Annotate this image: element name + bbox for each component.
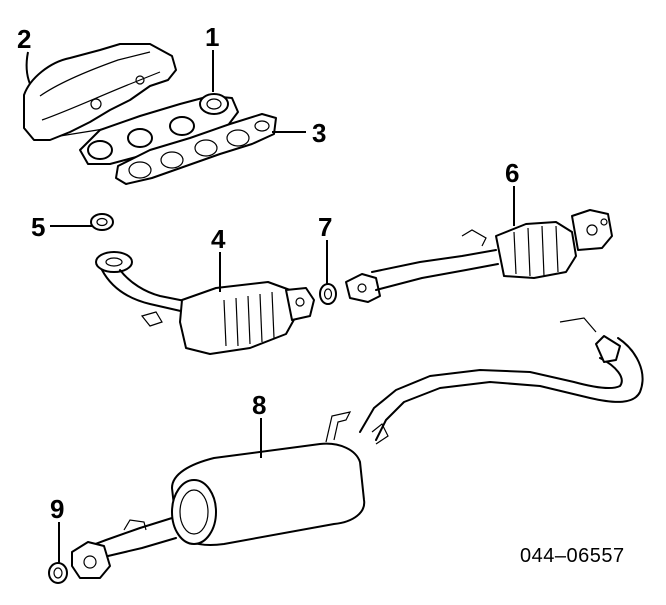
part-manifold-gasket xyxy=(115,113,277,185)
part-9-gasket-ring xyxy=(48,562,68,584)
leader-lines xyxy=(25,50,515,564)
callout-7: 7 xyxy=(318,212,332,242)
part-5-gasket-ring xyxy=(90,213,114,231)
callout-5: 5 xyxy=(31,212,45,242)
callout-6: 6 xyxy=(505,158,519,188)
callout-9: 9 xyxy=(50,494,64,524)
callout-4: 4 xyxy=(211,224,226,254)
callout-8: 8 xyxy=(252,390,266,420)
part-heat-shield xyxy=(23,43,177,141)
part-front-pipe-converter xyxy=(95,251,315,355)
callout-3: 3 xyxy=(312,118,326,148)
callout-2: 2 xyxy=(17,24,31,54)
part-center-pipe-converter xyxy=(345,209,613,303)
part-7-gasket-ring xyxy=(319,283,337,305)
part-tailpipe-muffler xyxy=(71,317,644,579)
leader-2 xyxy=(25,51,31,85)
callouts: 1 2 3 4 5 6 7 8 9 xyxy=(17,22,519,524)
callout-1: 1 xyxy=(205,22,219,52)
drawing-code: 044–06557 xyxy=(520,545,625,567)
part-exhaust-manifold xyxy=(79,93,239,165)
